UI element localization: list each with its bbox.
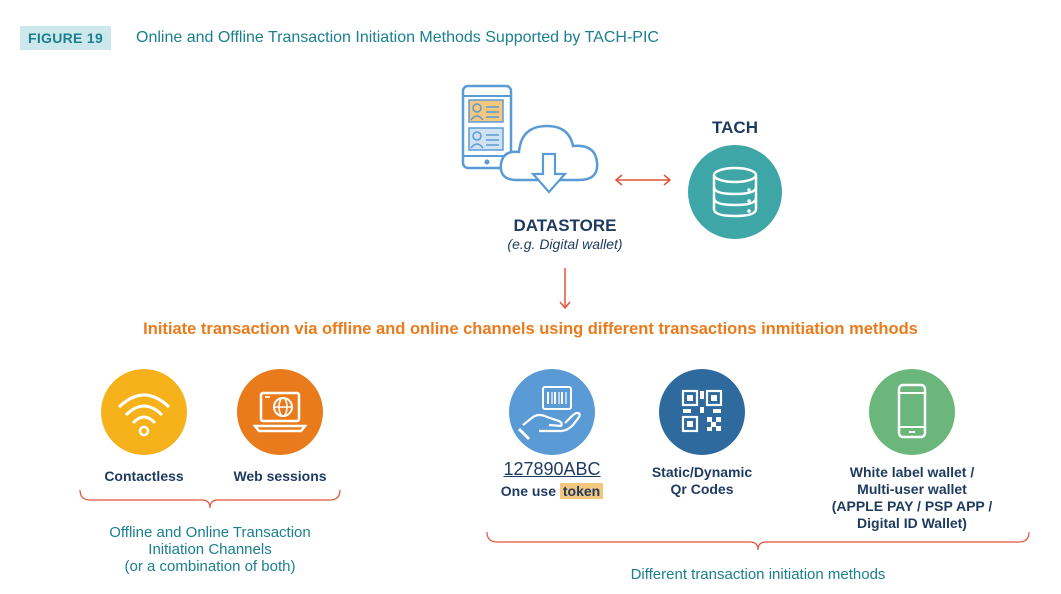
figure-tag: FIGURE 19: [20, 26, 112, 50]
web-sessions-label: Web sessions: [233, 468, 327, 484]
token-code: 127890ABC: [503, 459, 601, 479]
channels-caption-line: Initiation Channels: [148, 541, 272, 558]
channels-caption-line: (or a combination of both): [124, 558, 296, 575]
channels-bracket: [79, 489, 341, 509]
methods-bracket: [486, 531, 1030, 551]
laptop-globe-icon: [252, 391, 308, 433]
qr-label: Static/Dynamic Qr Codes: [630, 464, 774, 498]
contactless-label: Contactless: [104, 468, 184, 484]
cloud-download-icon: [499, 124, 599, 194]
qr-label-line: Qr Codes: [670, 481, 734, 497]
datastore-illustration: [461, 84, 599, 194]
contactless-circle: [101, 369, 187, 455]
down-arrow: [559, 268, 571, 310]
wallet-label-line: Multi-user wallet: [857, 481, 967, 497]
token-label-prefix: One use: [500, 483, 560, 499]
wallet-label-line: Digital ID Wallet): [857, 515, 967, 531]
figure-title: Online and Offline Transaction Initiatio…: [136, 29, 659, 46]
qr-circle: [659, 369, 745, 455]
web-sessions-circle: [237, 369, 323, 455]
channels-caption: Offline and Online Transaction Initiatio…: [60, 524, 360, 575]
hand-barcode-icon: [517, 386, 581, 441]
tach-label: TACH: [712, 118, 758, 137]
wallet-label-line: (APPLE PAY / PSP APP /: [831, 498, 993, 514]
token-label: One use token: [480, 483, 624, 500]
wifi-icon: [117, 393, 171, 437]
methods-caption: Different transaction initiation methods: [630, 566, 886, 583]
qr-code-icon: [681, 389, 723, 433]
qr-label-line: Static/Dynamic: [651, 464, 753, 480]
wallet-circle: [869, 369, 955, 455]
headline: Initiate transaction via offline and onl…: [143, 320, 918, 338]
database-icon: [712, 166, 758, 218]
wallet-label: White label wallet / Multi-user wallet (…: [800, 464, 1024, 532]
channels-caption-line: Offline and Online Transaction: [109, 524, 311, 541]
phone-with-cards-icon: [461, 84, 513, 170]
datastore-label: DATASTORE: [513, 216, 617, 235]
mobile-phone-icon: [897, 383, 927, 439]
wallet-label-line: White label wallet /: [849, 464, 975, 480]
token-circle: [509, 369, 595, 455]
tach-circle: [688, 145, 782, 239]
bidirectional-arrow: [614, 174, 672, 186]
datastore-sublabel: (e.g. Digital wallet): [507, 236, 623, 252]
token-label-highlight: token: [559, 483, 604, 499]
